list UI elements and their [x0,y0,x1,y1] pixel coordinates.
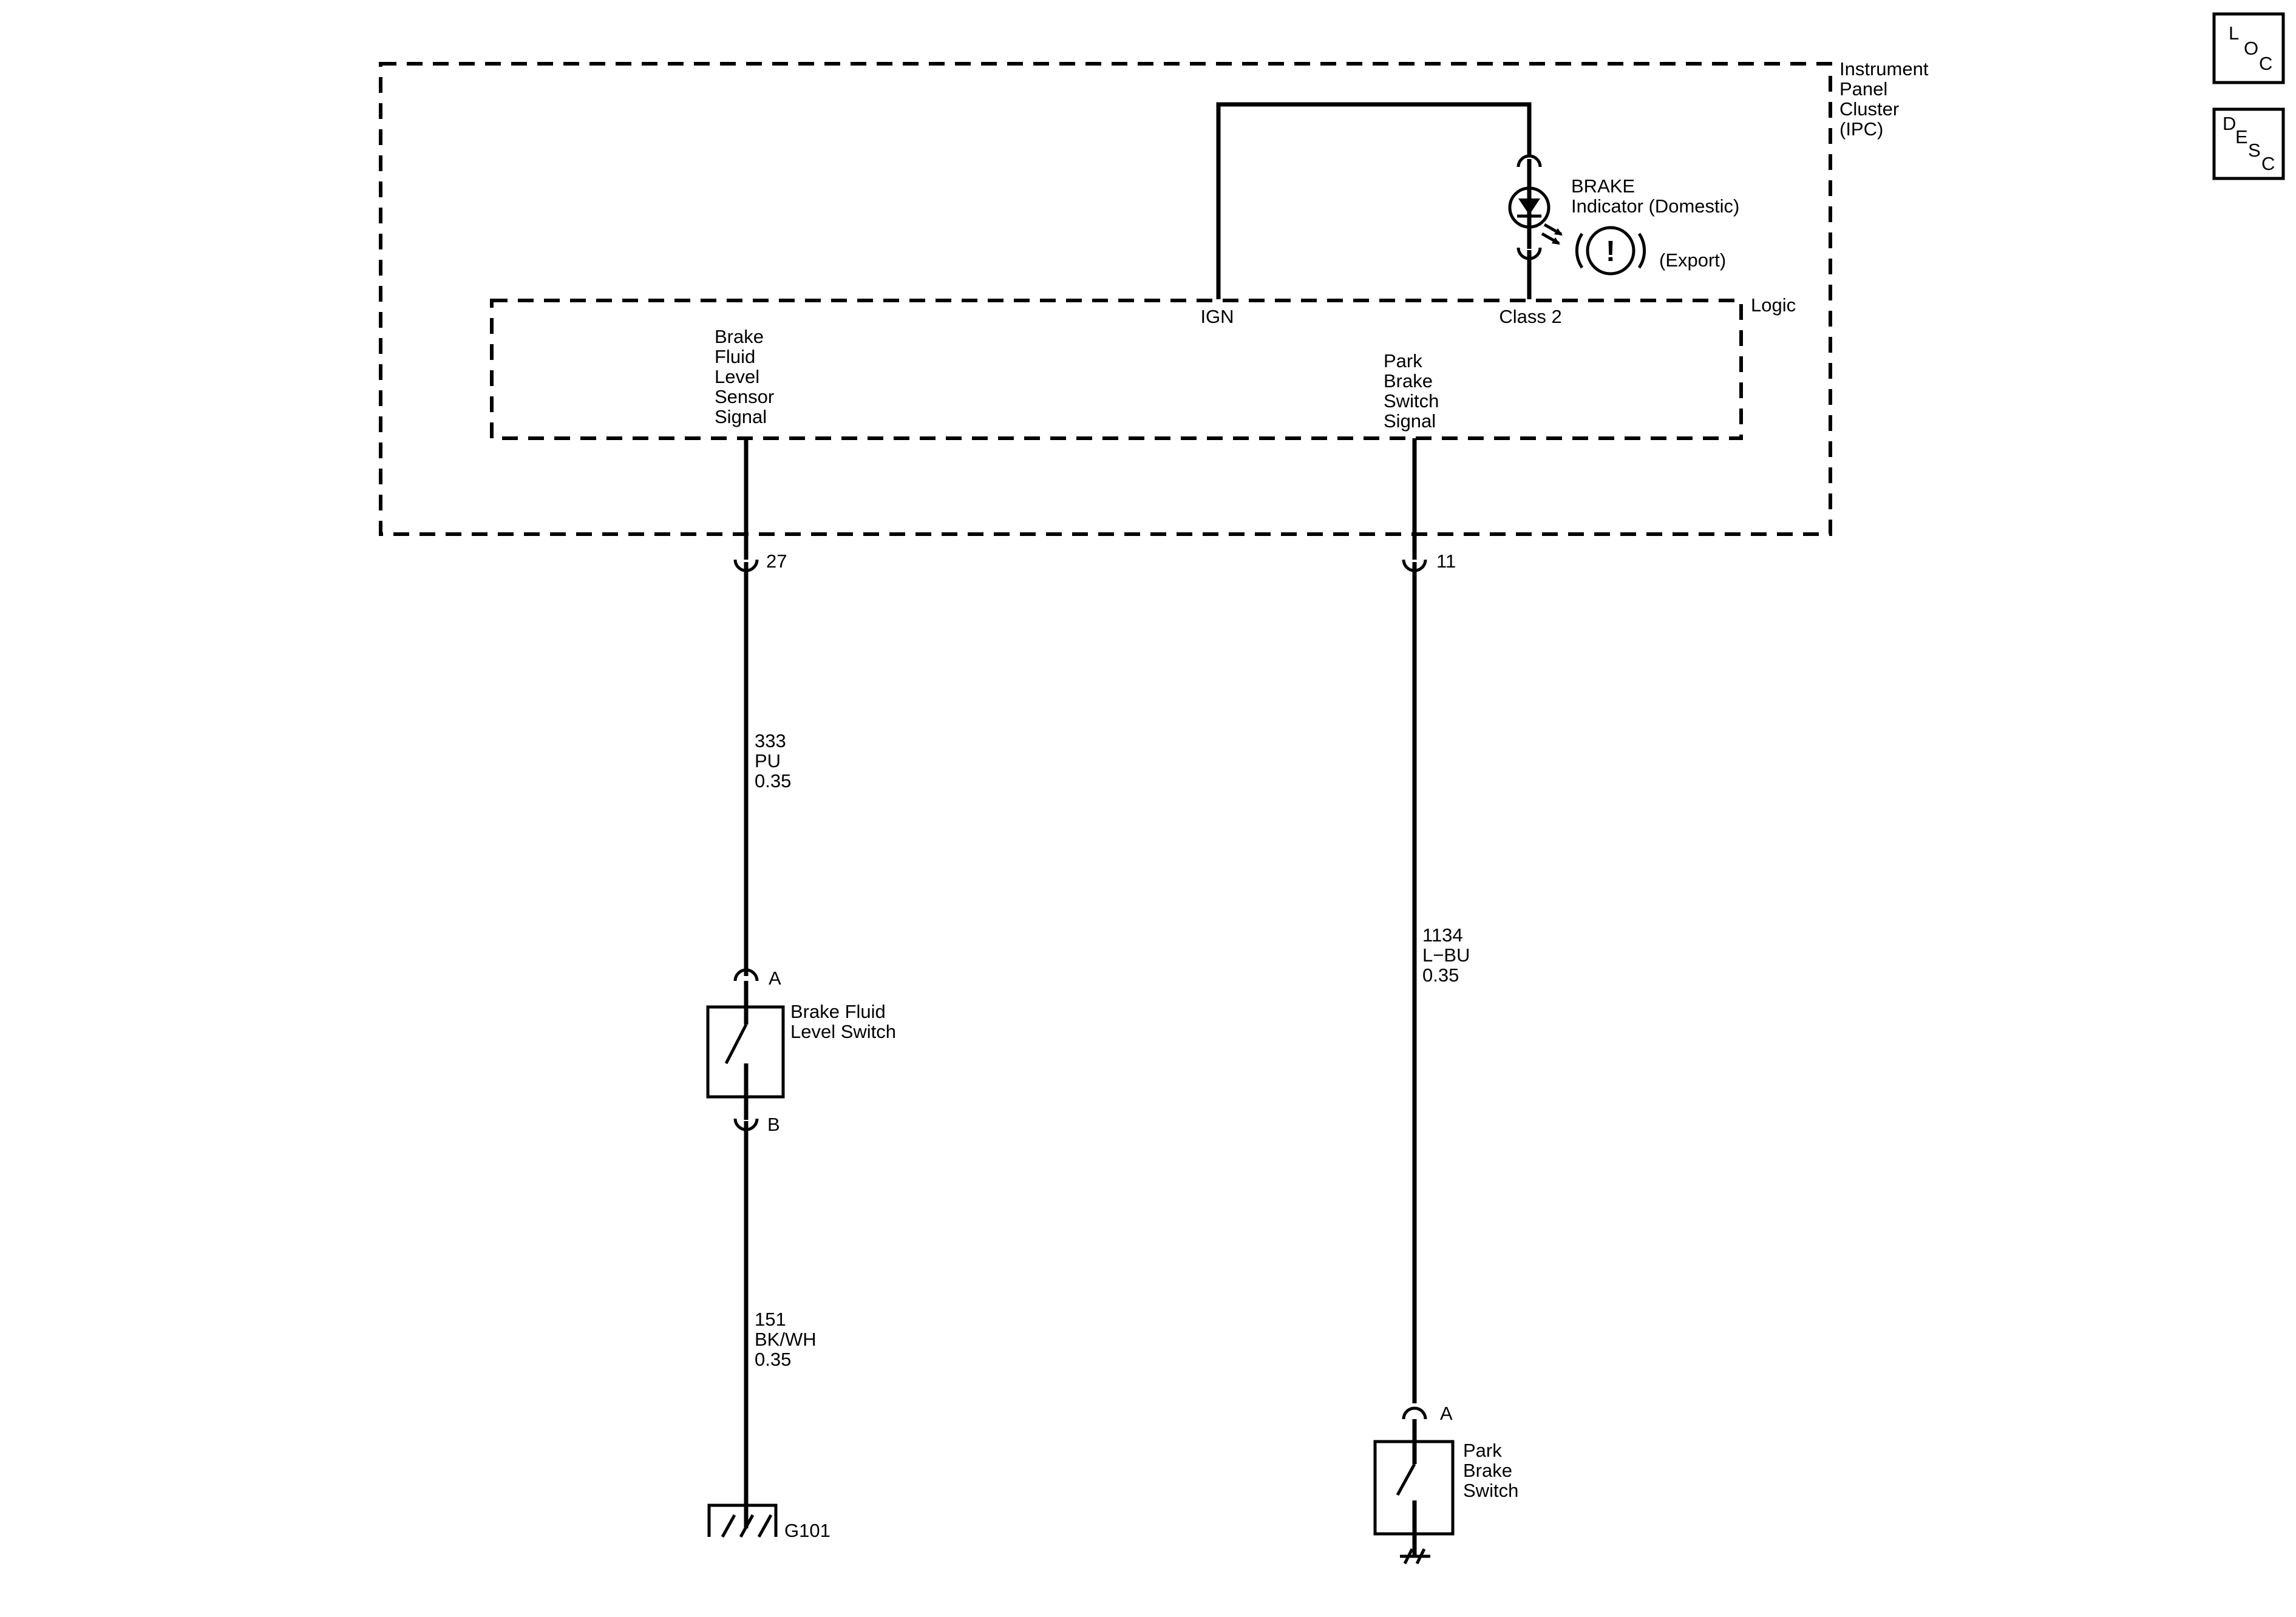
brake-indicator-label: BRAKE Indicator (Domestic) [1571,175,1739,217]
loc-letter-o: O [2244,38,2258,59]
svg-text:1134: 1134 [1422,924,1463,946]
ground-label: G101 [784,1520,830,1541]
desc-letter-c2: C [2261,153,2275,174]
svg-text:L−BU: L−BU [1422,944,1470,966]
indicator-top-terminal [1517,154,1542,168]
brake-bulb-icon [1508,186,1550,229]
svg-text:Signal: Signal [715,406,767,427]
desc-badge[interactable]: D E S C [2212,107,2285,180]
svg-text:Indicator (Domestic): Indicator (Domestic) [1571,195,1739,217]
svg-text:Cluster: Cluster [1839,98,1899,120]
brake-fluid-pin-b-label: B [767,1114,780,1135]
svg-text:Brake: Brake [1463,1460,1512,1481]
export-brake-warning-icon: ! [1575,226,1646,276]
svg-text:PU: PU [755,750,781,771]
svg-text:0.35: 0.35 [1422,964,1459,986]
logic-block-outline [490,299,1743,440]
park-brake-ground-icon [1400,1534,1430,1565]
svg-text:0.35: 0.35 [755,770,791,792]
svg-text:(IPC): (IPC) [1839,118,1883,140]
ipc-module-outline [379,62,1832,536]
brake-fluid-level-switch-icon[interactable] [706,1005,785,1099]
desc-letter-e: E [2235,126,2248,147]
svg-text:Instrument: Instrument [1839,58,1929,80]
park-brake-switch-label: Park Brake Switch [1463,1440,1518,1501]
park-brake-switch-terminal-a [1402,1406,1427,1420]
ign-indicator-wire [1216,102,1532,299]
class2-pin-label: Class 2 [1499,306,1561,327]
export-label: (Export) [1659,249,1726,271]
brake-fluid-signal-label: Brake Fluid Level Sensor Signal [715,326,774,427]
desc-letter-s: S [2248,140,2261,161]
ground-g101-icon [707,1503,778,1538]
logic-label: Logic [1751,294,1796,316]
ipc-label: Instrument Panel Cluster (IPC) [1839,58,1929,140]
svg-text:Panel: Panel [1839,78,1887,100]
light-emission-icon [1541,223,1563,245]
loc-letter-c: C [2259,53,2272,74]
svg-text:Brake: Brake [1384,370,1433,392]
wire-1134-label: 1134 L−BU 0.35 [1422,924,1470,986]
park-brake-pin-a-label: A [1440,1403,1453,1424]
park-brake-switch-icon[interactable] [1373,1440,1455,1536]
ign-pin-label: IGN [1200,306,1234,327]
wire-333-label: 333 PU 0.35 [755,730,791,792]
svg-text:Fluid: Fluid [715,346,755,367]
svg-text:Switch: Switch [1463,1480,1518,1501]
svg-text:Brake Fluid: Brake Fluid [790,1001,886,1022]
connector-27-label: 27 [766,551,787,572]
brake-fluid-switch-terminal-a [733,968,759,981]
svg-text:Park: Park [1463,1440,1502,1461]
svg-text:!: ! [1606,236,1615,268]
svg-text:0.35: 0.35 [755,1349,791,1370]
svg-text:Park: Park [1384,350,1422,371]
connector-11-label: 11 [1436,551,1456,572]
svg-text:333: 333 [755,730,786,751]
svg-text:Switch: Switch [1384,390,1439,412]
svg-text:Sensor: Sensor [715,386,774,407]
svg-text:Level Switch: Level Switch [790,1021,896,1042]
svg-text:Brake: Brake [715,326,764,347]
svg-text:BRAKE: BRAKE [1571,175,1635,197]
wire-151-label: 151 BK/WH 0.35 [755,1309,817,1370]
svg-text:Level: Level [715,366,759,387]
desc-letter-d: D [2223,113,2236,134]
svg-text:151: 151 [755,1309,786,1330]
loc-badge[interactable]: L O C [2212,12,2285,84]
svg-text:Signal: Signal [1384,410,1436,432]
loc-letter-l: L [2229,22,2239,44]
svg-text:BK/WH: BK/WH [755,1329,817,1350]
brake-fluid-pin-a-label: A [769,968,781,989]
brake-fluid-switch-label: Brake Fluid Level Switch [790,1001,896,1042]
park-brake-signal-label: Park Brake Switch Signal [1384,350,1439,432]
